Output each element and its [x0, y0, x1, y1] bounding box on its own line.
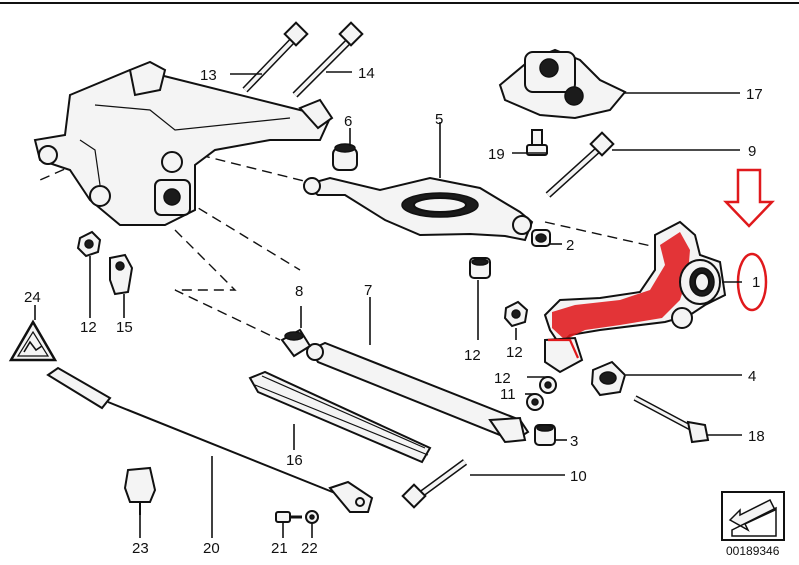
label-24: 24: [24, 289, 41, 306]
washer-22: [305, 510, 319, 524]
label-18: 18: [748, 428, 765, 445]
control-arm-5: [302, 176, 534, 242]
label-23: 23: [132, 540, 149, 557]
label-20: 20: [203, 540, 220, 557]
label-11: 11: [500, 386, 516, 403]
catalog-number: 00189346: [726, 544, 780, 558]
label-13: 13: [200, 67, 217, 84]
bushing-3: [534, 424, 556, 446]
label-12-mid: 12: [464, 347, 481, 364]
label-21: 21: [271, 540, 288, 557]
bushing-8: [280, 328, 312, 358]
bolt-9: [545, 131, 615, 198]
nut-12-mid: [469, 257, 491, 279]
down-arrow-icon: [723, 168, 775, 228]
bolt-10: [401, 459, 468, 509]
label-9: 9: [748, 143, 756, 160]
screw-21: [275, 511, 302, 523]
nut-12-low: [539, 376, 557, 394]
washer-11: [526, 393, 544, 411]
toe-link-7: [306, 341, 530, 444]
wheel-carrier-1: [543, 220, 727, 374]
rear-axle-carrier: [33, 60, 334, 226]
label-1: 1: [752, 274, 760, 291]
label-5: 5: [435, 111, 443, 128]
label-16: 16: [286, 452, 303, 469]
nut-12-left: [76, 230, 102, 258]
cable-20: [46, 366, 374, 513]
label-3: 3: [570, 433, 578, 450]
label-12-right: 12: [506, 344, 523, 361]
nut-12-right: [503, 300, 529, 328]
label-10: 10: [570, 468, 587, 485]
label-22: 22: [301, 540, 318, 557]
label-6: 6: [344, 113, 352, 130]
catalog-box: 00189346: [721, 491, 785, 558]
label-15: 15: [116, 319, 133, 336]
clip-15: [109, 253, 134, 296]
bolt-19: [526, 129, 548, 156]
label-12-low: 12: [494, 370, 511, 387]
bolt-14: [292, 21, 364, 98]
leader-lines: [34, 71, 742, 538]
label-12-left: 12: [80, 319, 97, 336]
part-labels: 1 2 3 4 5 6 7 8 9 10 11 12 12 12 12 13 1…: [24, 65, 765, 557]
corner-arrow-icon: [728, 498, 777, 537]
mount-17: [498, 48, 627, 120]
bushing-2: [531, 229, 551, 247]
bushing-4: [590, 360, 627, 397]
label-4: 4: [748, 368, 756, 385]
warning-triangle-icon: [8, 319, 58, 362]
label-19: 19: [488, 146, 505, 163]
bolt-13: [242, 21, 309, 93]
cover-16: [248, 370, 432, 464]
label-2: 2: [566, 237, 574, 254]
label-17: 17: [746, 86, 763, 103]
bushing-6: [332, 143, 358, 171]
clip-23: [123, 466, 157, 515]
bolt-18: [633, 395, 710, 444]
label-8: 8: [295, 283, 303, 300]
label-14: 14: [358, 65, 375, 82]
label-7: 7: [364, 282, 372, 299]
